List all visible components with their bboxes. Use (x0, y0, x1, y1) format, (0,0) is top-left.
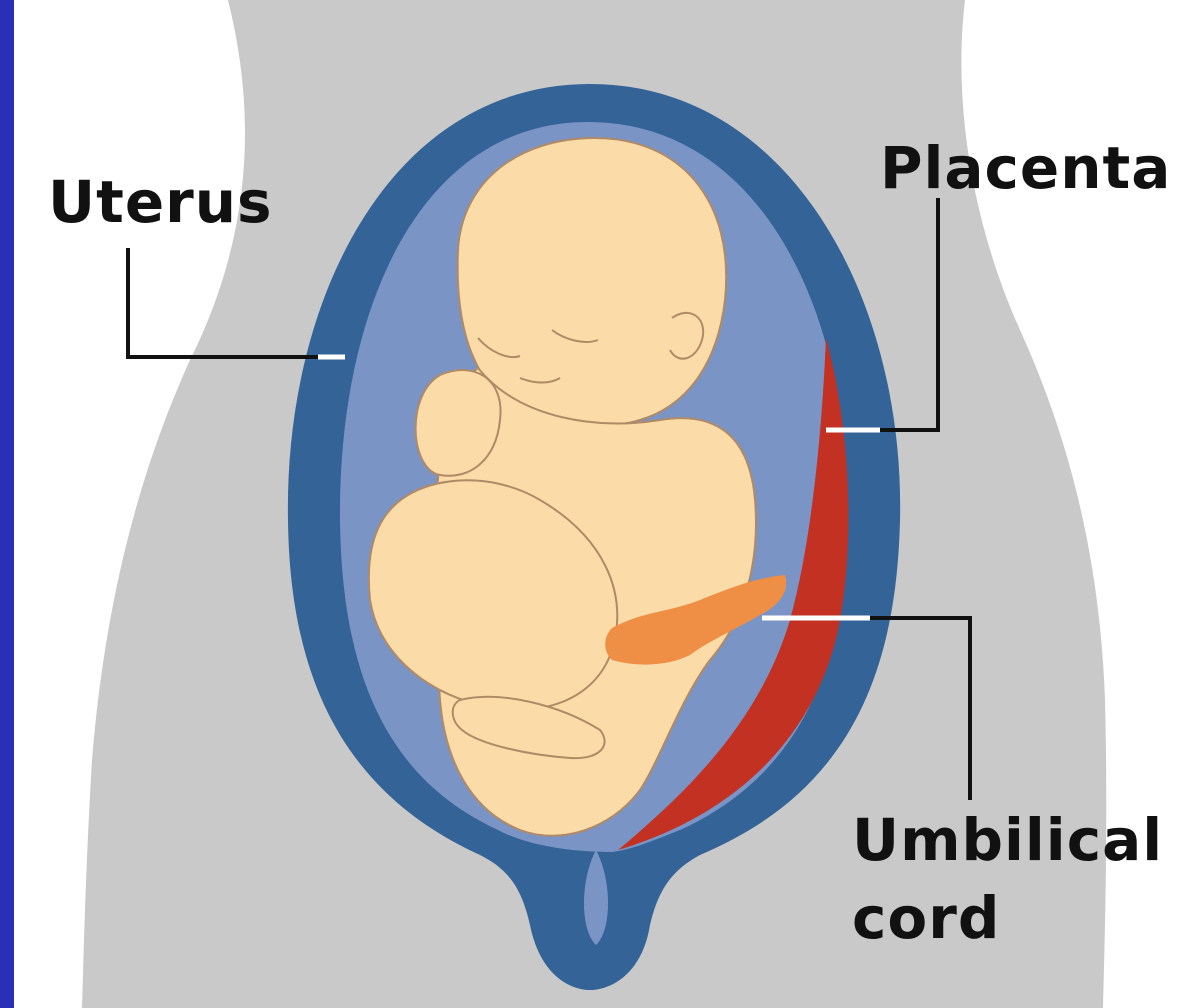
fetus-head (458, 138, 727, 426)
umbilical-cord-label-line1: Umbilical (852, 806, 1163, 874)
umbilical-cord-label-line2: cord (852, 884, 1000, 952)
uterus-label: Uterus (48, 168, 273, 236)
placenta-label: Placenta (880, 134, 1171, 202)
